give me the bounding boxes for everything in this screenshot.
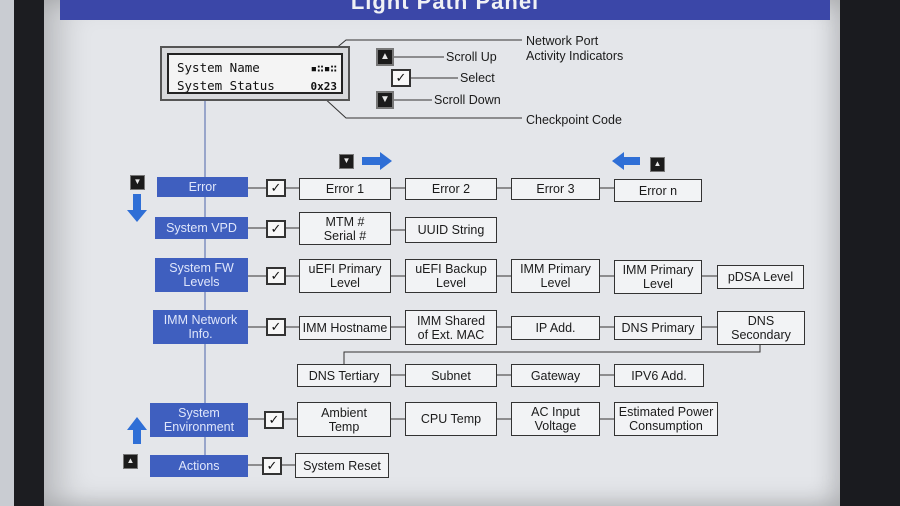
checkpoint-code-label: Checkpoint Code [526,113,622,127]
arrow-up-icon [127,417,147,444]
item-pdsa-level: pDSA Level [717,265,804,289]
scroll-down-button[interactable]: ▼ [376,91,394,109]
item-uuid-string: UUID String [405,217,497,243]
item-imm-shared-mac: IMM Shared of Ext. MAC [405,310,497,345]
checkmark-icon: ✓ [264,411,284,429]
scroll-down-small-icon: ▼ [339,154,354,169]
item-uefi-primary: uEFI Primary Level [299,259,391,293]
category-error: Error [157,177,248,197]
panel-title: Light Path Panel [350,0,540,14]
scroll-up-label: Scroll Up [446,50,497,64]
arrow-left-icon [612,152,640,170]
scroll-up-small-icon: ▲ [123,454,138,469]
checkmark-icon: ✓ [262,457,282,475]
checkmark-icon: ✓ [266,220,286,238]
item-mtm-serial: MTM # Serial # [299,212,391,245]
item-ambient-temp: Ambient Temp [297,402,391,437]
lcd-system-name: System Name [177,60,260,75]
title-band: Light Path Panel [60,0,830,20]
category-system-environment: System Environment [150,403,248,437]
background-edge [0,0,14,506]
category-system-fw-levels: System FW Levels [155,258,248,292]
item-ip-address: IP Add. [511,316,600,340]
item-error-2: Error 2 [405,178,497,200]
lcd-system-status: System Status [177,78,275,93]
item-uefi-backup: uEFI Backup Level [405,259,497,293]
scroll-down-small-icon: ▼ [130,175,145,190]
item-error-n: Error n [614,179,702,202]
checkmark-icon: ✓ [266,318,286,336]
scroll-up-button[interactable]: ▲ [376,48,394,66]
item-cpu-temp: CPU Temp [405,402,497,436]
item-error-3: Error 3 [511,178,600,200]
up-triangle-icon: ▲ [380,51,390,62]
checkmark-icon: ✓ [266,267,286,285]
item-gateway: Gateway [511,364,600,387]
item-imm-hostname: IMM Hostname [299,316,391,340]
network-port-indicators-icon: ▪∷▪∷ [310,62,338,75]
select-label: Select [460,71,495,85]
item-subnet: Subnet [405,364,497,387]
item-ipv6-address: IPV6 Add. [614,364,704,387]
item-imm-primary-1: IMM Primary Level [511,259,600,293]
item-dns-secondary: DNS Secondary [717,311,805,345]
checkmark-icon: ✓ [266,179,286,197]
category-actions: Actions [150,455,248,477]
item-dns-tertiary: DNS Tertiary [297,364,391,387]
checkmark-icon: ✓ [395,70,407,85]
item-imm-primary-2: IMM Primary Level [614,260,702,294]
select-button[interactable]: ✓ [391,69,411,87]
item-estimated-power: Estimated Power Consumption [614,402,718,436]
item-error-1: Error 1 [299,178,391,200]
arrow-down-icon [127,194,147,222]
network-port-label: Network Port Activity Indicators [526,34,624,63]
lcd-screen: System Name ▪∷▪∷ System Status 0x23 [167,53,343,94]
scroll-up-small-icon: ▲ [650,157,665,172]
category-system-vpd: System VPD [155,217,248,239]
category-imm-network-info: IMM Network Info. [153,310,248,344]
bezel-left [14,0,44,506]
item-system-reset: System Reset [295,453,389,478]
scroll-down-label: Scroll Down [434,93,501,107]
arrow-right-icon [362,152,392,170]
item-ac-input-voltage: AC Input Voltage [511,402,600,436]
item-dns-primary: DNS Primary [614,316,702,340]
down-triangle-icon: ▼ [380,94,390,105]
lcd-checkpoint-code: 0x23 [310,80,338,93]
lcd-display: System Name ▪∷▪∷ System Status 0x23 [160,46,350,101]
bezel-right [840,0,900,506]
